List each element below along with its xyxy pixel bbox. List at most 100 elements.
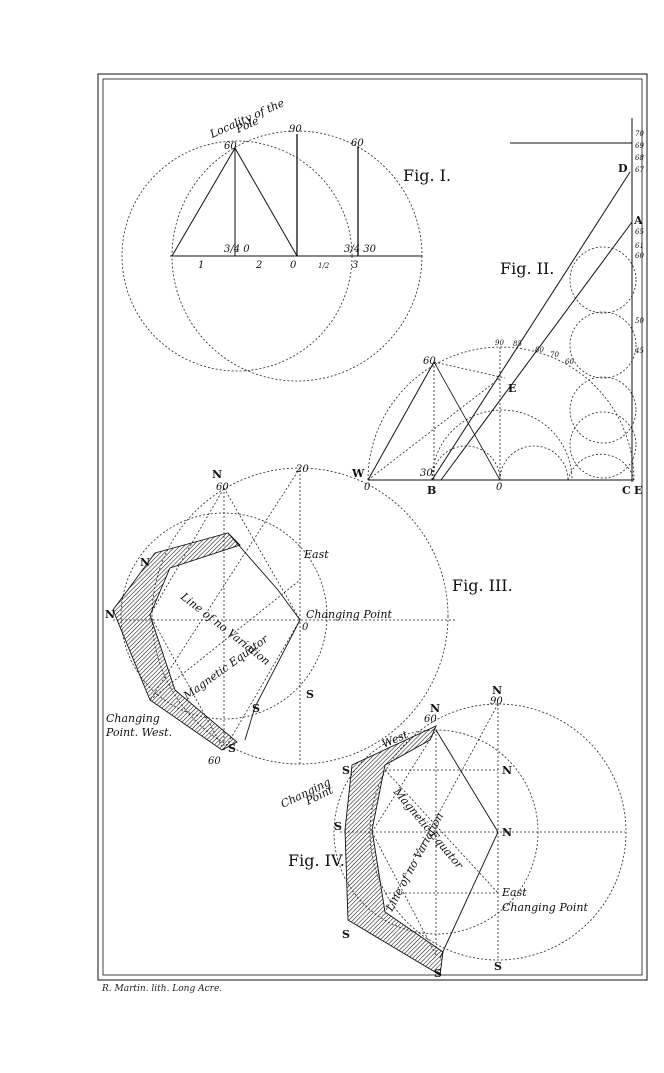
fig2-small-arc-2 <box>499 445 569 481</box>
fig2-arc-60: 60 <box>565 358 574 366</box>
fig3-diamond-ne <box>223 487 301 621</box>
fig2-line-60-E <box>433 361 506 379</box>
fig4-dir-S-bottom-right: S <box>494 960 502 973</box>
fig2-scale-45: 45 <box>634 347 644 355</box>
fig3-diagram: 20 60 60 0 N N N S S S Fig. III. East Ch… <box>105 464 513 767</box>
fig4-mark-90: 90 <box>490 696 503 707</box>
fig4-line-no-variation: Line of no Variation <box>383 810 446 914</box>
fig2-small-arc-3 <box>567 453 635 481</box>
fig3-diamond-sw <box>149 614 225 751</box>
fig2-scale-70: 70 <box>635 130 644 138</box>
fig3-diamond-nw <box>149 487 225 616</box>
fig4-diamond-ne <box>435 729 499 833</box>
fig1-axis-mark-a: 3/4 0 <box>224 244 250 255</box>
fig2-line-W-90 <box>367 377 501 481</box>
fig4-dir-N-right: N <box>502 764 512 777</box>
fig1-mark-60-right: 60 <box>351 138 364 149</box>
lithographer-credit: R. Martin. lith. Long Acre. <box>102 984 223 994</box>
fig3-dir-N-top: N <box>212 468 222 481</box>
fig1-axis-mark-b: 3/4 30 <box>344 244 377 255</box>
fig3-line-no-variation-path <box>227 532 301 741</box>
fig2-scale-68: 68 <box>635 154 644 162</box>
fig1-axis-num-2: 2 <box>255 260 262 271</box>
fig2-right-circle-4 <box>569 411 637 479</box>
fig3-mark-60-bottom: 60 <box>208 756 221 767</box>
fig2-base-0-left: 0 <box>364 482 371 493</box>
fig2-arc-90: 90 <box>495 339 504 347</box>
fig2-scale-61: 61 <box>635 242 644 250</box>
fig3-changing-west-1: Changing <box>106 712 160 725</box>
fig3-diamond-se <box>223 619 301 751</box>
fig4-mark-60: 60 <box>424 714 437 725</box>
fig1-mark-60-left: 60 <box>224 141 237 152</box>
fig1-axis-num-3: 3 <box>352 260 358 271</box>
fig2-right-circle-2 <box>569 311 637 379</box>
fig3-line-no-variation: Line of no Variation <box>177 590 272 668</box>
fig1-diagram: Locality of the Pole 60 90 60 Fig. I. 3/… <box>121 96 451 382</box>
fig4-dir-S-upper: S <box>342 764 350 777</box>
fig4-hatched-band <box>344 725 444 976</box>
fig2-scale-69: 69 <box>635 142 644 150</box>
fig1-pole-left-leg <box>171 147 236 257</box>
fig2-letter-C: C <box>622 484 631 497</box>
fig1-caption: Fig. I. <box>403 166 451 185</box>
fig4-east: East <box>501 886 527 899</box>
fig4-dir-S-bottom: S <box>434 967 442 980</box>
fig3-dir-S-bottom: S <box>228 742 236 755</box>
plate-border-outer <box>97 73 648 981</box>
fig2-left-60: 60 <box>423 356 436 367</box>
fig2-arc-80: 80 <box>535 346 544 354</box>
fig4-dir-S-lowleft: S <box>342 928 350 941</box>
fig2-line-60-0 <box>433 361 501 481</box>
fig1-pole-right-leg <box>234 147 298 257</box>
fig3-mark-20: 20 <box>295 464 309 475</box>
fig2-arc-85: 85 <box>513 340 522 348</box>
fig2-right-circle-3 <box>569 376 637 444</box>
fig2-base-0-mid: 0 <box>496 482 503 493</box>
fig2-diagonal-W <box>367 361 435 481</box>
fig2-scale-65: 65 <box>635 228 644 236</box>
fig3-mark-0: 0 <box>302 622 309 633</box>
fig2-mid-arc <box>431 409 573 481</box>
fig3-changing-west-2: Point. West. <box>105 726 172 739</box>
fig1-axis-num-1: 1 <box>198 260 204 271</box>
fig3-caption: Fig. III. <box>452 576 513 595</box>
fig4-caption: Fig. IV. <box>288 851 345 870</box>
fig2-letter-E: E <box>508 382 516 395</box>
fig3-mark-60-top: 60 <box>216 482 229 493</box>
fig4-changing-point-east: Changing Point <box>502 901 589 914</box>
fig2-letter-D: D <box>618 162 628 175</box>
fig3-changing-point: Changing Point <box>306 608 393 621</box>
fig1-axis-num-half: 1/2 <box>318 262 330 270</box>
fig4-dir-N-60: N <box>430 702 440 715</box>
fig1-axis-num-0: 0 <box>290 260 297 271</box>
fig2-diagonal-A <box>440 221 633 481</box>
fig3-magnetic-equator-path <box>149 579 301 701</box>
fig2-letter-E-right: E <box>634 484 642 497</box>
fig3-east: East <box>303 548 329 561</box>
fig2-semicircle <box>367 346 635 481</box>
fig2-letter-B: B <box>427 484 436 497</box>
fig4-diamond-sw <box>371 831 437 956</box>
fig3-dir-S-mid: S <box>306 688 314 701</box>
fig2-scale-67: 67 <box>635 166 644 174</box>
fig4-diamond-nw <box>371 729 437 833</box>
fig3-dir-S-lower: S <box>252 702 260 715</box>
fig4-dir-S-left: S <box>334 820 342 833</box>
fig3-magnetic-equator: Magnetic Equator <box>180 632 271 703</box>
fig2-letter-W: W <box>351 467 365 480</box>
fig2-left-30: 30 <box>420 468 433 479</box>
plate-border-inner <box>102 78 643 976</box>
fig2-caption: Fig. II. <box>500 259 554 278</box>
fig2-small-arc-1 <box>431 445 501 481</box>
fig4-diamond-se <box>439 831 499 959</box>
fig1-mark-90: 90 <box>289 124 302 135</box>
fig4-line-90 <box>384 703 499 913</box>
fig4-dir-N-top: N <box>492 684 502 697</box>
fig2-scale-60: 60 <box>635 252 644 260</box>
fig2-diagonal-D <box>431 171 631 481</box>
fig3-dir-N-left: N <box>140 556 150 569</box>
fig4-diagram: Fig. IV. 60 90 N N N N S S S S S West Ch… <box>279 684 627 980</box>
fig2-letter-A: A <box>633 214 643 227</box>
